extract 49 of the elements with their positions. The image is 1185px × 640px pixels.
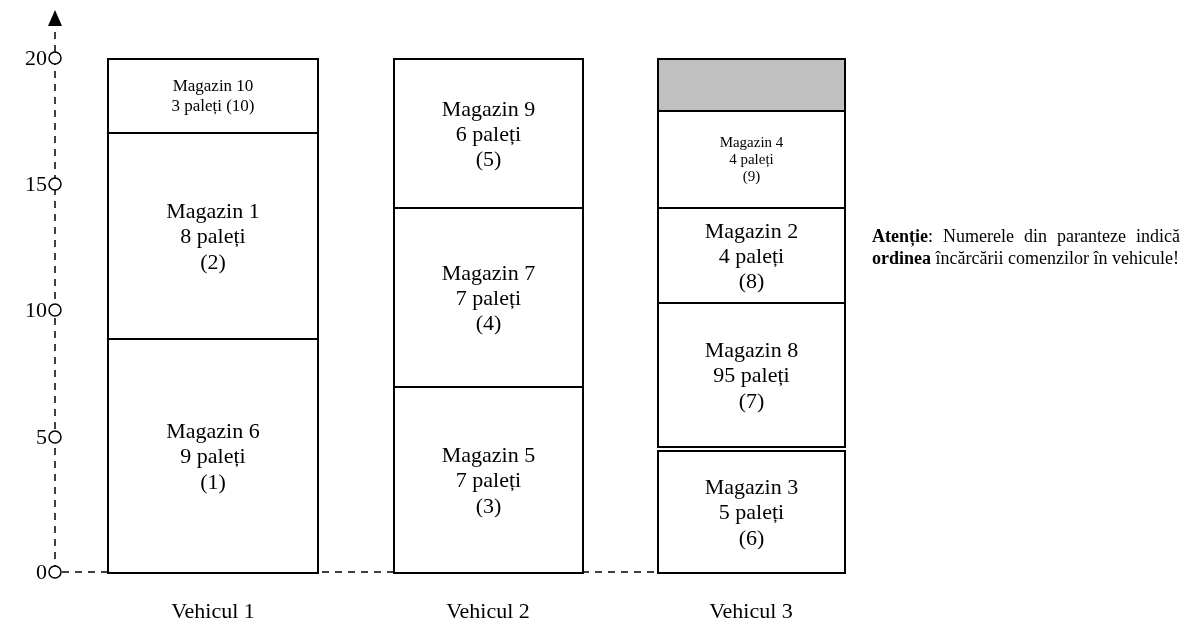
load-block <box>657 207 846 304</box>
load-block <box>657 450 846 574</box>
block-text: Magazin 2 <box>704 217 799 243</box>
block-text: Magazin 9 <box>441 95 536 121</box>
tick-label: 5 <box>36 424 47 450</box>
block-text: Magazin 8 <box>704 337 799 363</box>
block-text: Magazin 4 <box>719 133 784 151</box>
load-block <box>393 207 584 388</box>
block-text: Magazin 3 <box>704 474 799 500</box>
block-text: 4 paleți <box>729 150 774 169</box>
note-text: Atenție: Numerele din paranteze indică ordinea încărcării comenzilor în vehicule! <box>872 226 1180 270</box>
block-text: (8) <box>738 268 765 294</box>
block-text: (5) <box>475 146 502 172</box>
tick-label: 15 <box>25 171 47 197</box>
load-block <box>657 302 846 448</box>
load-block <box>657 110 846 209</box>
load-block <box>393 386 584 574</box>
tick-label: 10 <box>25 297 47 323</box>
block-text: 9 paleți <box>180 443 246 469</box>
load-block <box>107 132 319 340</box>
block-text: 5 paleți <box>718 499 785 525</box>
block-text: (7) <box>738 387 765 413</box>
block-text: (2) <box>200 248 226 274</box>
block-text: 6 paleți <box>455 120 522 147</box>
load-block <box>107 338 319 574</box>
block-text: Magazin 10 <box>172 76 254 96</box>
load-block <box>393 58 584 209</box>
block-text: (4) <box>475 310 502 336</box>
block-text: Magazin 5 <box>441 442 536 468</box>
block-text: 7 paleți <box>455 284 522 311</box>
load-block <box>107 58 319 134</box>
vehicle-label: Vehicul 3 <box>709 598 793 624</box>
block-text: 95 paleți <box>713 362 790 388</box>
block-text: Magazin 7 <box>441 259 536 285</box>
block-text: Magazin 6 <box>166 418 260 444</box>
block-text: (6) <box>738 524 765 550</box>
block-text: 7 paleți <box>455 467 522 493</box>
block-text: (3) <box>475 492 502 518</box>
block-text: (9) <box>742 168 761 186</box>
vehicle-label: Vehicul 1 <box>171 598 255 624</box>
tick-label: 0 <box>36 559 47 585</box>
block-text: Magazin 1 <box>166 198 260 224</box>
block-text: 8 paleți <box>180 223 246 249</box>
block-text: (1) <box>200 468 226 494</box>
shaded-block <box>657 58 846 112</box>
tick-label: 20 <box>25 45 47 71</box>
block-text: 3 paleți (10) <box>171 96 255 116</box>
block-text: 4 paleți <box>718 242 785 269</box>
vehicle-label: Vehicul 2 <box>446 598 530 624</box>
